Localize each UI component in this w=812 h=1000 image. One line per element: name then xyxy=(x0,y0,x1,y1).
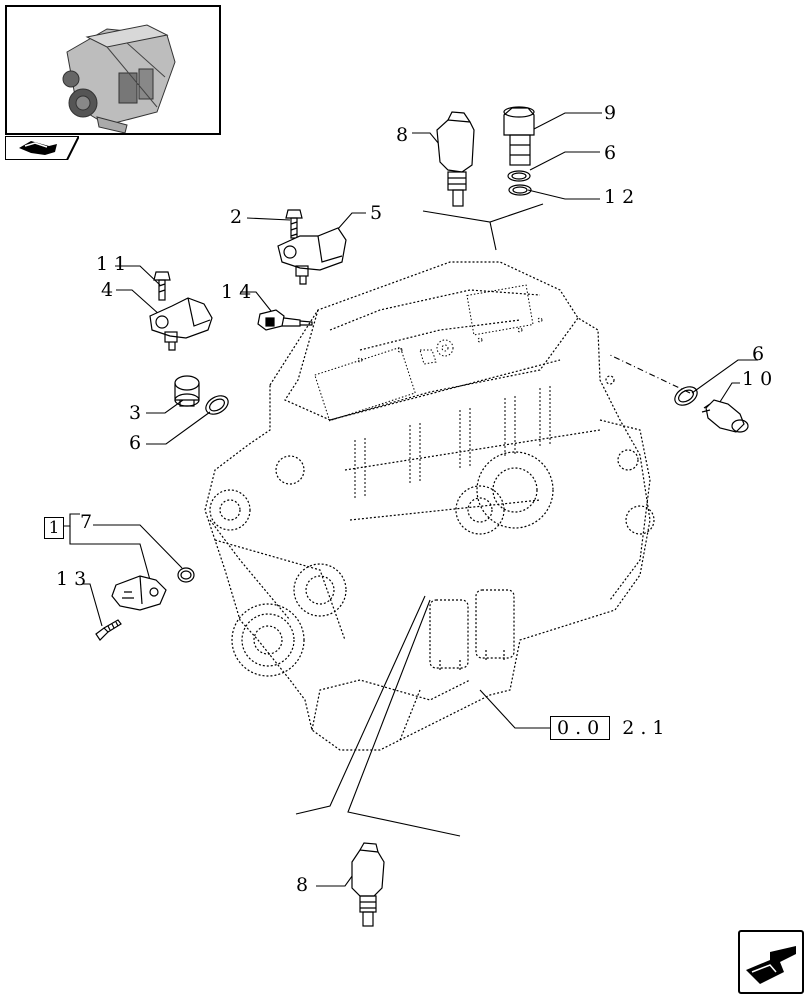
sensor-14 xyxy=(257,309,313,331)
page-arrow-icon xyxy=(5,136,79,160)
leader-lines xyxy=(64,112,758,887)
callout-4: 4 xyxy=(101,279,120,301)
callout-6-top: 6 xyxy=(604,142,623,164)
sensor-8-bottom xyxy=(351,842,385,927)
next-page-button[interactable] xyxy=(738,930,804,994)
plug-3 xyxy=(174,375,200,407)
sensor-10 xyxy=(701,399,749,433)
callout-3: 3 xyxy=(129,402,148,424)
bolt-11 xyxy=(153,271,171,301)
callout-5: 5 xyxy=(370,202,389,224)
callout-8-bottom: 8 xyxy=(296,874,315,896)
reference-rest: 2.1 xyxy=(622,717,671,739)
callout-1: 1 xyxy=(44,517,64,539)
callout-8-top: 8 xyxy=(396,124,415,146)
part-9 xyxy=(503,106,535,166)
engine-block-outline xyxy=(204,261,651,751)
sensor-8-top xyxy=(436,111,475,207)
sensor-5 xyxy=(277,227,347,285)
engine-thumbnail xyxy=(5,5,221,135)
callout-9: 9 xyxy=(604,102,623,124)
sensor-1 xyxy=(111,575,167,611)
engine-thumbnail-icon xyxy=(62,24,176,134)
callout-12: 12 xyxy=(604,186,641,208)
callout-6-right: 6 xyxy=(752,343,771,365)
callout-6-left: 6 xyxy=(129,432,148,454)
callout-13: 13 xyxy=(56,568,93,590)
callout-11: 11 xyxy=(96,253,133,275)
reference-boxed-part: 0.0 xyxy=(550,716,611,740)
callout-2: 2 xyxy=(230,206,249,228)
bolt-13 xyxy=(95,619,122,641)
callout-10: 10 xyxy=(742,368,779,390)
reference-label[interactable]: 0.0 2.1 xyxy=(550,716,670,740)
sensor-4 xyxy=(149,297,213,351)
callout-14: 14 xyxy=(221,281,258,303)
bolt-2 xyxy=(285,209,303,239)
next-page-arrow-icon xyxy=(746,946,796,984)
callout-7: 7 xyxy=(80,511,99,533)
